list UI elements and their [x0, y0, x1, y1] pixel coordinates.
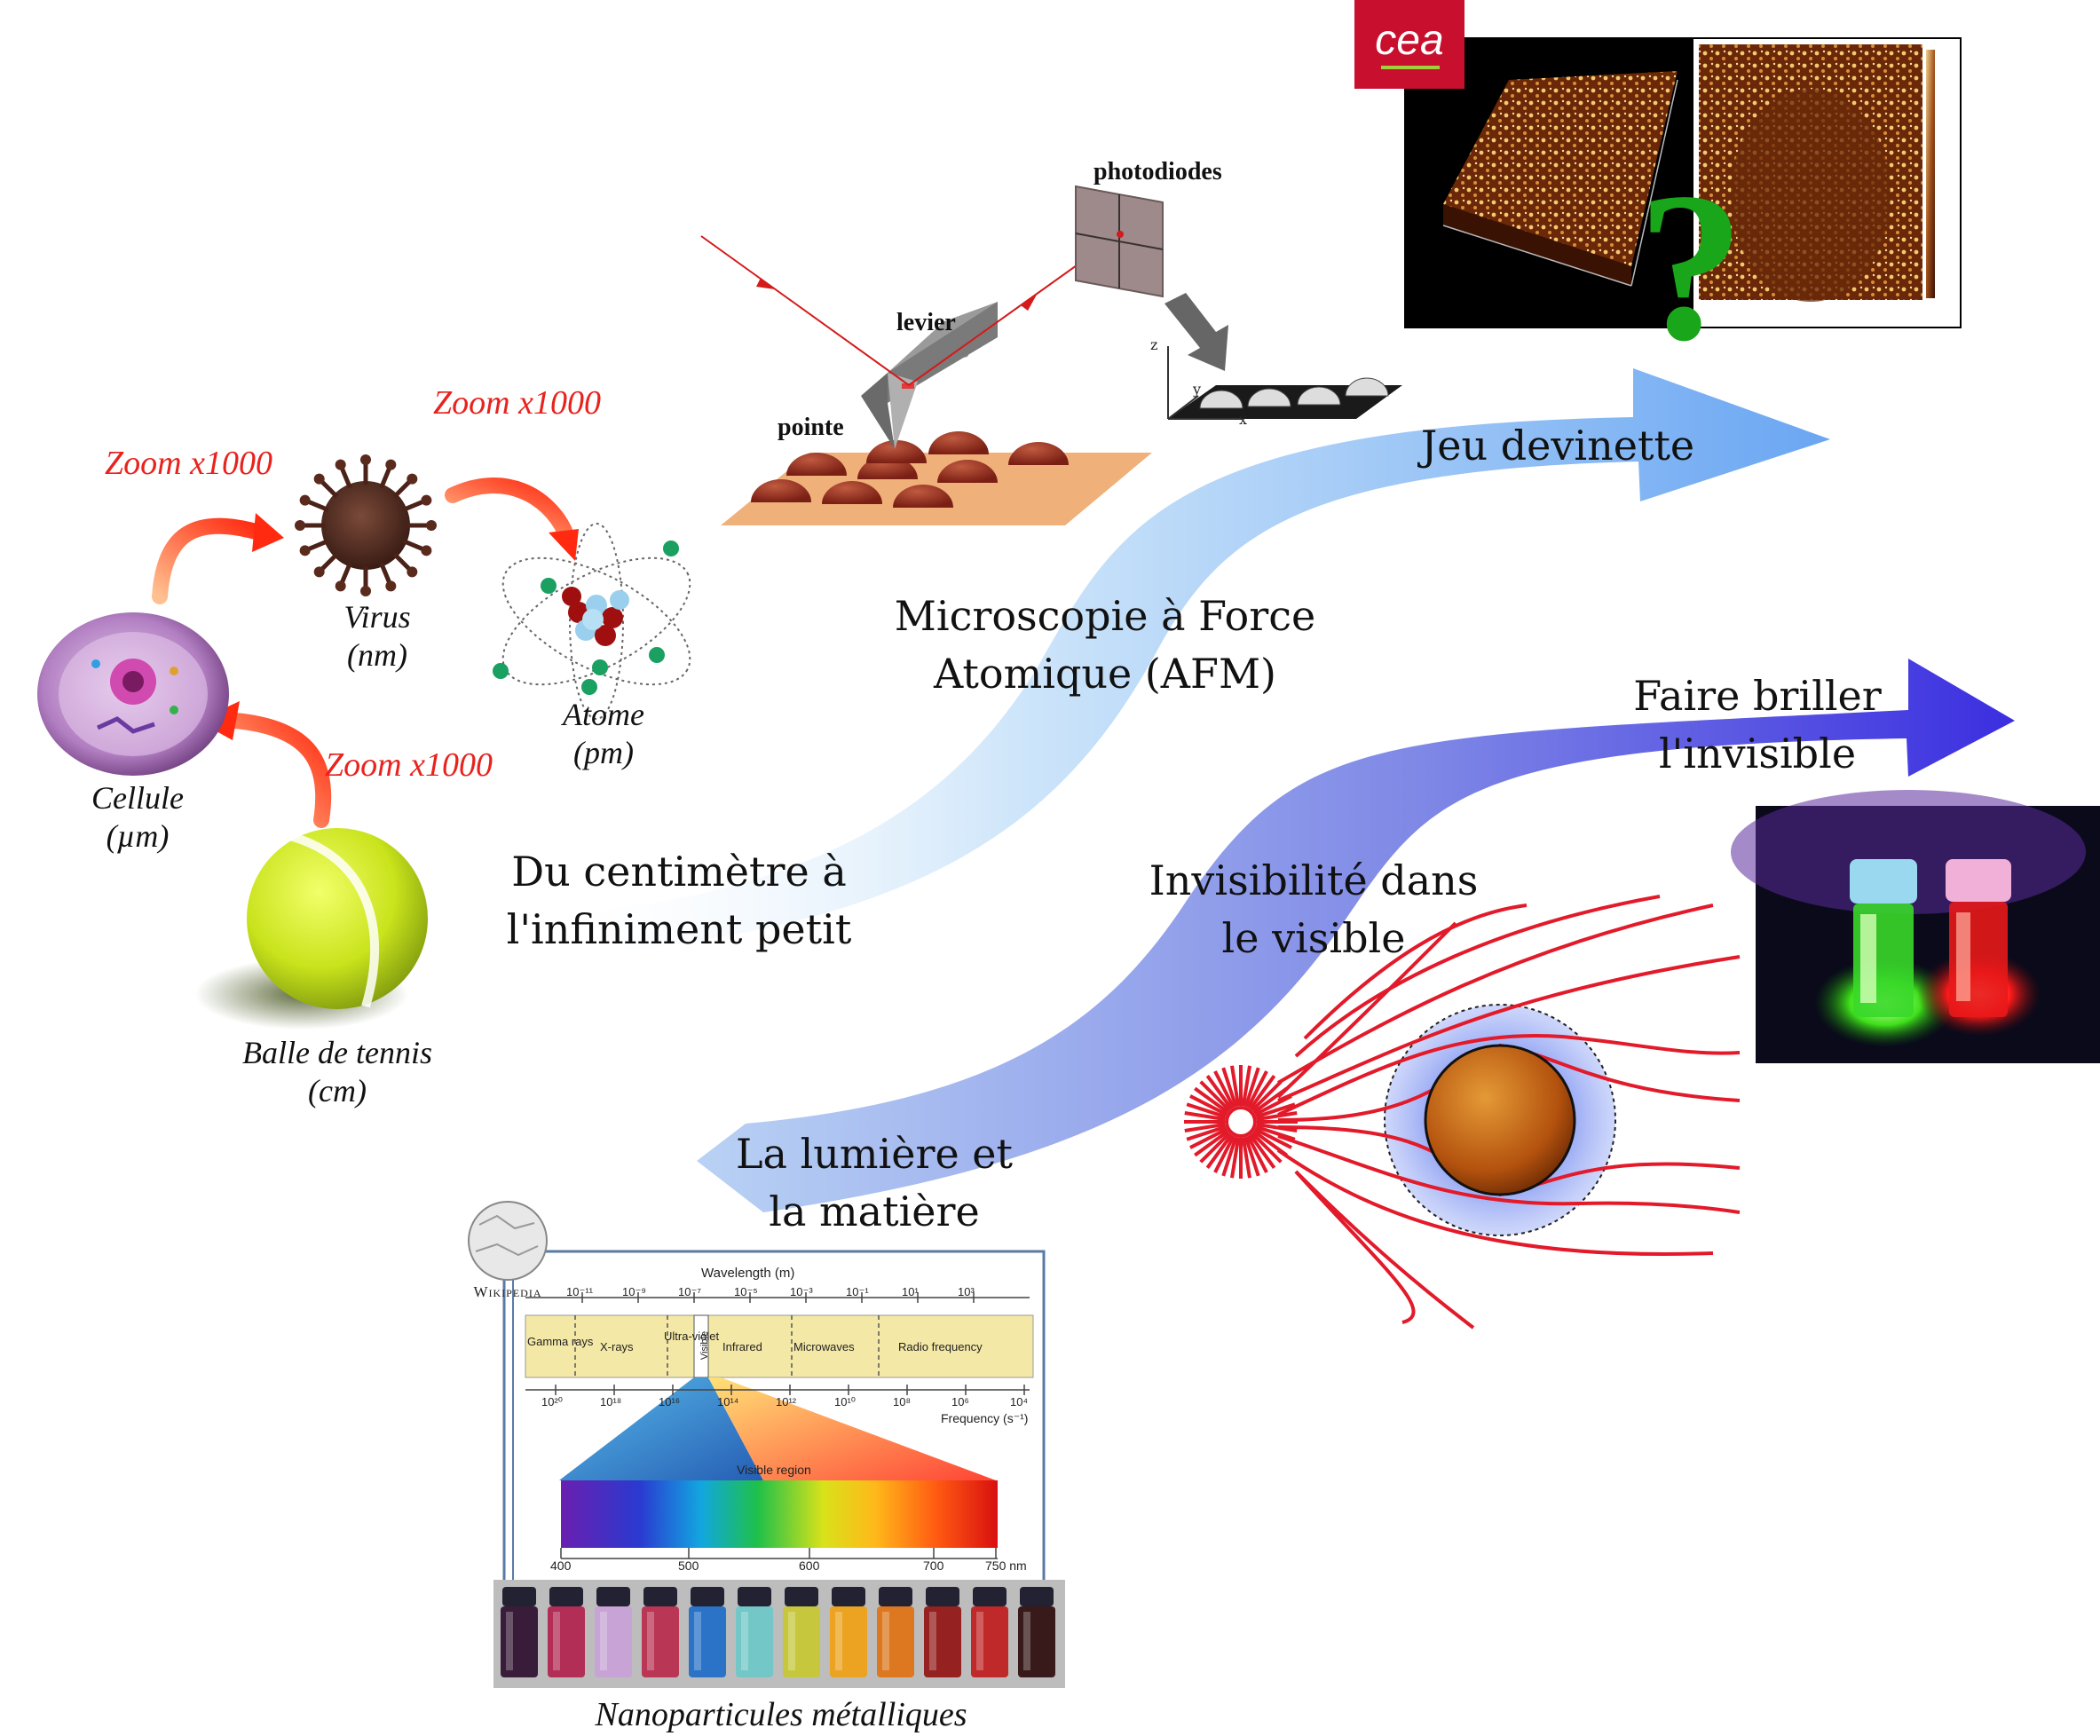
frequency-tick-label: 10¹⁶ — [659, 1395, 681, 1409]
cell-label-unit: (µm) — [106, 818, 170, 855]
question-mark: ? — [1638, 148, 1744, 384]
bottom-path-arrow — [697, 659, 2015, 1212]
nm-tick-label: 400 — [550, 1558, 572, 1573]
ball-label-unit: (cm) — [308, 1073, 367, 1109]
svg-text:z: z — [1150, 336, 1157, 353]
zoom-arrow-cell-to-virus — [152, 513, 284, 604]
top-path-start-label: Du centimètre à l'infiniment petit — [497, 843, 861, 959]
bottom-path-middle-line2: le visible — [1221, 914, 1406, 963]
wikipedia-wordmark: Wikipedia — [473, 1283, 542, 1300]
tennis-ball-image — [195, 828, 428, 1030]
fluorescent-vials-photo — [1731, 790, 2100, 1063]
virus-label: Virus (nm) — [302, 598, 453, 675]
wavelength-tick-label: 10³ — [958, 1285, 975, 1298]
frequency-tick-label: 10⁶ — [951, 1395, 969, 1409]
top-path-start-line1: Du centimètre à — [511, 848, 847, 896]
nm-tick-label: 600 — [799, 1558, 820, 1573]
wikipedia-globe-icon — [468, 1201, 548, 1281]
nm-tick-label: 500 — [678, 1558, 699, 1573]
atom-label-name: Atome — [563, 697, 644, 732]
bottom-path-end-line2: l'invisible — [1658, 730, 1857, 778]
afm-photodiodes-label: photodiodes — [1093, 158, 1222, 185]
spectrum-band-label: Gamma rays — [527, 1335, 594, 1348]
wavelength-tick-label: 10⁻³ — [790, 1285, 813, 1298]
wavelength-tick-label: 10⁻⁹ — [622, 1285, 646, 1298]
nm-tick-label: 700 — [923, 1558, 944, 1573]
bottom-path-end-label: Faire briller l'invisible — [1615, 667, 1899, 784]
bottom-path-start-label: La lumière et la matière — [710, 1125, 1038, 1242]
cea-logo — [1354, 0, 1464, 89]
zoom-arrow-virus-to-atom — [445, 477, 579, 561]
spectrum-band-label: Infrared — [722, 1340, 762, 1353]
spectrum-frequency-title: Frequency (s⁻¹) — [941, 1411, 1029, 1425]
zoom-label-3: Zoom x1000 — [433, 384, 601, 422]
frequency-tick-label: 10⁴ — [1010, 1395, 1029, 1409]
atom-image — [493, 523, 691, 720]
afm-images-panel — [1404, 37, 1962, 328]
afm-levier-label: levier — [896, 309, 956, 336]
top-path-middle-line2: Atomique (AFM) — [934, 650, 1276, 698]
afm-schematic: z x y — [700, 185, 1402, 525]
frequency-tick-label: 10¹⁴ — [717, 1395, 739, 1409]
spectrum-wavelength-title: Wavelength (m) — [701, 1266, 795, 1281]
nanoparticles-caption: Nanoparticules métalliques — [595, 1696, 967, 1733]
bottom-path-middle-label: Invisibilité dans le visible — [1145, 852, 1482, 968]
spectrum-band-label: X-rays — [600, 1340, 634, 1353]
wavelength-tick-label: 10⁻⁵ — [734, 1285, 758, 1298]
em-spectrum-chart — [502, 1250, 1046, 1583]
virus-label-name: Virus — [343, 599, 411, 635]
frequency-tick-label: 10¹⁰ — [834, 1395, 857, 1409]
wavelength-tick-label: 10⁻¹¹ — [566, 1285, 593, 1298]
spectrum-visible-region: Visible region — [737, 1463, 811, 1477]
spectrum-band-visible: Visible — [699, 1330, 711, 1361]
top-path-start-line2: l'infiniment petit — [506, 905, 852, 954]
cell-label-name: Cellule — [91, 780, 184, 816]
frequency-tick-label: 10⁸ — [893, 1395, 911, 1409]
nanoparticle-vials-photo — [493, 1580, 1065, 1688]
spectrum-band-label: Radio frequency — [898, 1340, 983, 1353]
zoom-label-1: Zoom x1000 — [325, 746, 493, 784]
ball-label-name: Balle de tennis — [242, 1035, 432, 1070]
virus-image — [295, 454, 437, 596]
frequency-tick-label: 10²⁰ — [541, 1395, 564, 1409]
spectrum-band-label: Ultra-violet — [664, 1330, 720, 1343]
zoom-label-2: Zoom x1000 — [105, 445, 272, 482]
frequency-tick-label: 10¹² — [776, 1395, 797, 1409]
wavelength-tick-label: 10⁻⁷ — [678, 1285, 702, 1298]
top-path-middle-label: Microscopie à Force Atomique (AFM) — [888, 588, 1322, 704]
spectrum-band-label: Microwaves — [793, 1340, 855, 1353]
atom-label-unit: (pm) — [573, 735, 634, 771]
nanoparticle-scattering-figure — [1184, 895, 1741, 1330]
svg-text:y: y — [1192, 381, 1201, 398]
bottom-path-end-line1: Faire briller — [1633, 672, 1882, 720]
nm-tick-label: 750 nm — [985, 1558, 1027, 1573]
virus-label-unit: (nm) — [347, 637, 407, 674]
bottom-path-start-line1: La lumière et — [735, 1130, 1014, 1178]
cea-logo-text: cea — [1375, 17, 1444, 64]
bottom-path-middle-line1: Invisibilité dans — [1149, 856, 1479, 904]
wavelength-tick-label: 10⁻¹ — [846, 1285, 869, 1298]
top-path-end-label: Jeu devinette — [1420, 422, 1695, 470]
top-path-arrow — [568, 368, 1830, 950]
frequency-tick-label: 10¹⁸ — [600, 1395, 622, 1409]
atom-label: Atome (pm) — [524, 696, 683, 772]
top-path-middle-line1: Microscopie à Force — [894, 592, 1316, 640]
bottom-path-start-line2: la matière — [769, 1188, 980, 1236]
wavelength-tick-label: 10¹ — [902, 1285, 919, 1298]
svg-text:x: x — [1239, 411, 1247, 428]
afm-pointe-label: pointe — [778, 414, 844, 441]
ball-label: Balle de tennis (cm) — [213, 1034, 462, 1110]
cell-label: Cellule (µm) — [53, 779, 222, 856]
cell-image — [37, 612, 229, 776]
